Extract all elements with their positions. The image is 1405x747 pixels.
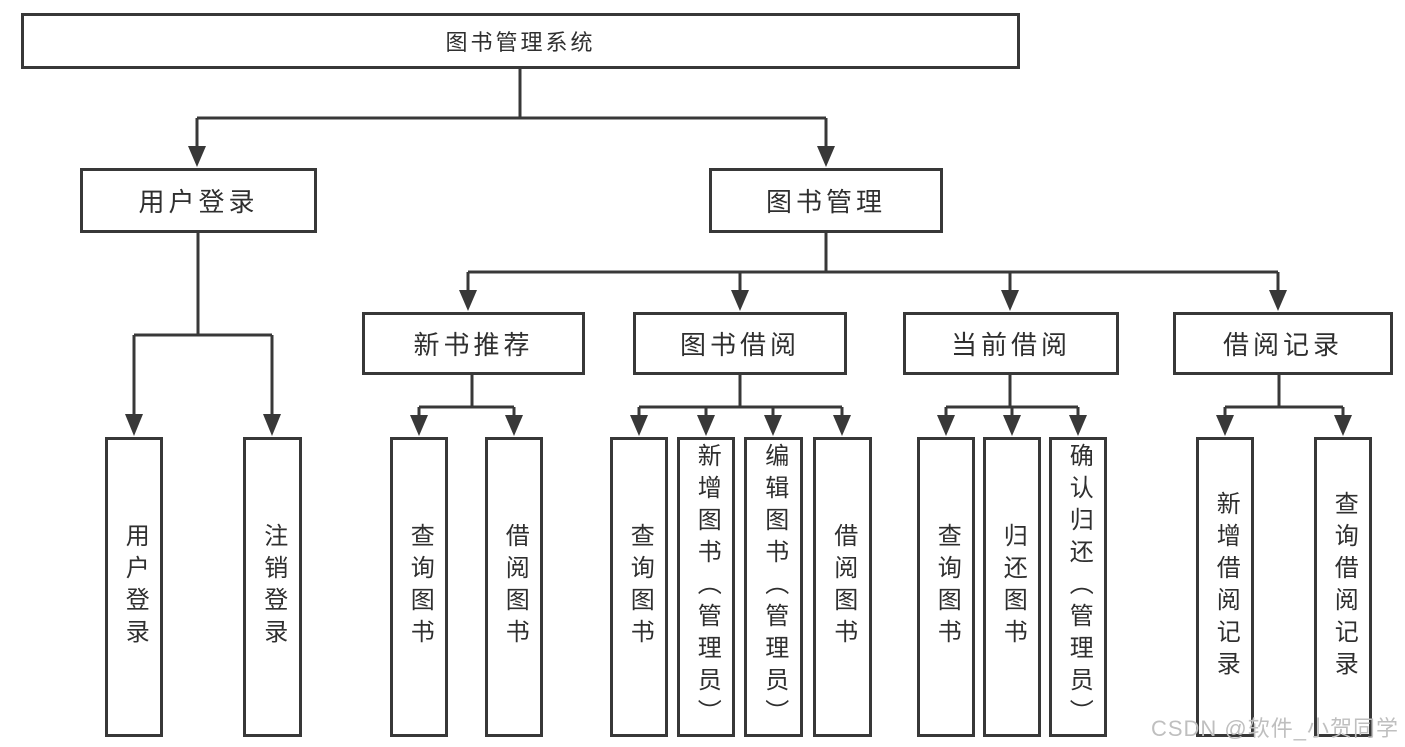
leaf-edit-books-admin: 编辑图书（管理员） <box>744 437 803 737</box>
arrowhead-icon <box>125 414 143 436</box>
node-label: 确认归还（管理员） <box>1065 443 1093 731</box>
leaf-add-borrow-record: 新增借阅记录 <box>1196 437 1254 737</box>
arrowhead-icon <box>1269 290 1287 311</box>
connector-new-books-branch <box>410 375 523 436</box>
connector-borrowing-branch <box>630 375 851 436</box>
connector-book-mgmt-branch <box>459 232 1287 311</box>
connector-user-login-branch <box>125 232 281 436</box>
node-borrowing-records: 借阅记录 <box>1173 312 1393 375</box>
node-current-borrowing: 当前借阅 <box>903 312 1119 375</box>
arrowhead-icon <box>505 415 523 436</box>
arrowhead-icon <box>410 415 428 436</box>
leaf-logout: 注销登录 <box>243 437 302 737</box>
arrowhead-icon <box>731 290 749 311</box>
leaf-return-books: 归还图书 <box>983 437 1041 737</box>
node-root: 图书管理系统 <box>21 13 1020 69</box>
arrowhead-icon <box>1069 415 1087 436</box>
node-root-label: 图书管理系统 <box>445 30 596 55</box>
leaf-confirm-return-admin: 确认归还（管理员） <box>1049 437 1107 737</box>
leaf-borrow-books: 借阅图书 <box>813 437 872 737</box>
node-label: 新书推荐 <box>413 330 534 360</box>
node-label: 查询图书 <box>406 523 434 651</box>
leaf-borrow-books-recommend: 借阅图书 <box>485 437 543 737</box>
node-label: 图书管理 <box>765 187 886 217</box>
node-user-login: 用户登录 <box>80 168 317 233</box>
leaf-add-books-admin: 新增图书（管理员） <box>677 437 735 737</box>
node-label: 新增图书（管理员） <box>693 443 721 731</box>
arrowhead-icon <box>817 146 835 167</box>
node-label: 用户登录 <box>138 187 259 217</box>
arrowhead-icon <box>697 415 715 436</box>
node-label: 查询图书 <box>626 523 654 651</box>
node-book-borrowing: 图书借阅 <box>633 312 847 375</box>
arrowhead-icon <box>833 415 851 436</box>
node-label: 借阅图书 <box>501 523 529 651</box>
node-book-management: 图书管理 <box>709 168 943 233</box>
arrowhead-icon <box>263 414 281 436</box>
node-label: 查询图书 <box>933 523 961 651</box>
node-label: 用户登录 <box>121 523 149 651</box>
leaf-query-books-borrowing: 查询图书 <box>610 437 668 737</box>
arrowhead-icon <box>1003 415 1021 436</box>
leaf-user-login: 用户登录 <box>105 437 163 737</box>
arrowhead-icon <box>1216 415 1234 436</box>
node-label: 借阅记录 <box>1222 330 1343 360</box>
arrowhead-icon <box>764 415 782 436</box>
watermark: CSDN @软件_小贺同学 <box>1150 716 1399 741</box>
arrowhead-icon <box>1334 415 1352 436</box>
node-new-book-recommend: 新书推荐 <box>362 312 585 375</box>
connector-root-to-level2 <box>188 69 835 167</box>
node-label: 归还图书 <box>999 523 1027 651</box>
leaf-query-borrow-record: 查询借阅记录 <box>1314 437 1372 737</box>
connector-current-branch <box>937 375 1087 436</box>
node-label: 查询借阅记录 <box>1330 491 1358 683</box>
arrowhead-icon <box>937 415 955 436</box>
node-label: 图书借阅 <box>679 330 800 360</box>
node-label: 借阅图书 <box>829 523 857 651</box>
node-label: 新增借阅记录 <box>1212 491 1240 683</box>
node-label: 编辑图书（管理员） <box>760 443 788 731</box>
node-label: 当前借阅 <box>950 330 1071 360</box>
arrowhead-icon <box>459 290 477 311</box>
connector-records-branch <box>1216 375 1352 436</box>
node-label: 注销登录 <box>259 523 287 651</box>
arrowhead-icon <box>1001 290 1019 311</box>
leaf-query-books-current: 查询图书 <box>917 437 975 737</box>
arrowhead-icon <box>188 146 206 167</box>
arrowhead-icon <box>630 415 648 436</box>
leaf-query-books-recommend: 查询图书 <box>390 437 448 737</box>
